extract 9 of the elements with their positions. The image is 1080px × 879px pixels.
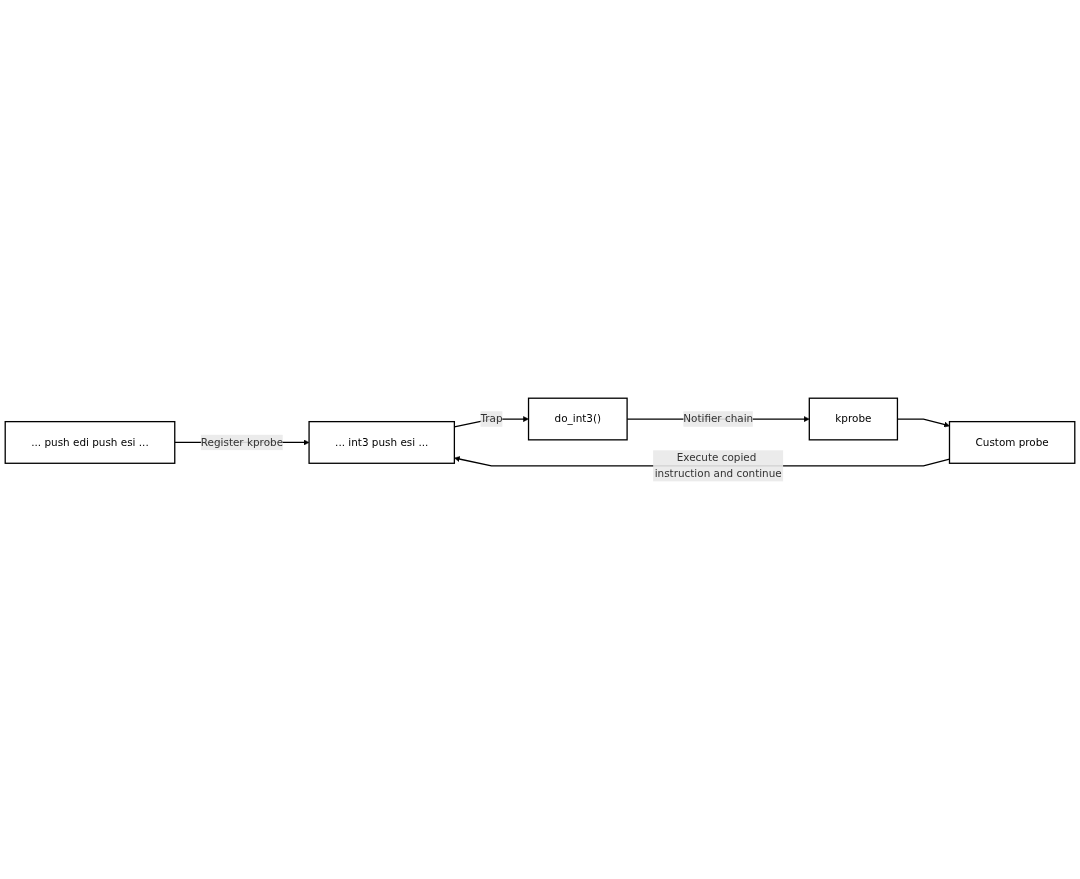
node-box: kprobe bbox=[808, 397, 899, 441]
edge-label: Notifier chain bbox=[683, 412, 754, 425]
node-box: ... push edi push esi ... bbox=[4, 420, 176, 464]
edge-label: Execute copied instruction and continue bbox=[654, 451, 782, 480]
node-box: Custom probe bbox=[948, 420, 1076, 464]
node-box: do_int3() bbox=[527, 397, 628, 441]
edge-label: Register kprobe bbox=[200, 435, 284, 448]
edge-label: Trap bbox=[480, 412, 503, 425]
node-box: ... int3 push esi ... bbox=[308, 420, 456, 464]
